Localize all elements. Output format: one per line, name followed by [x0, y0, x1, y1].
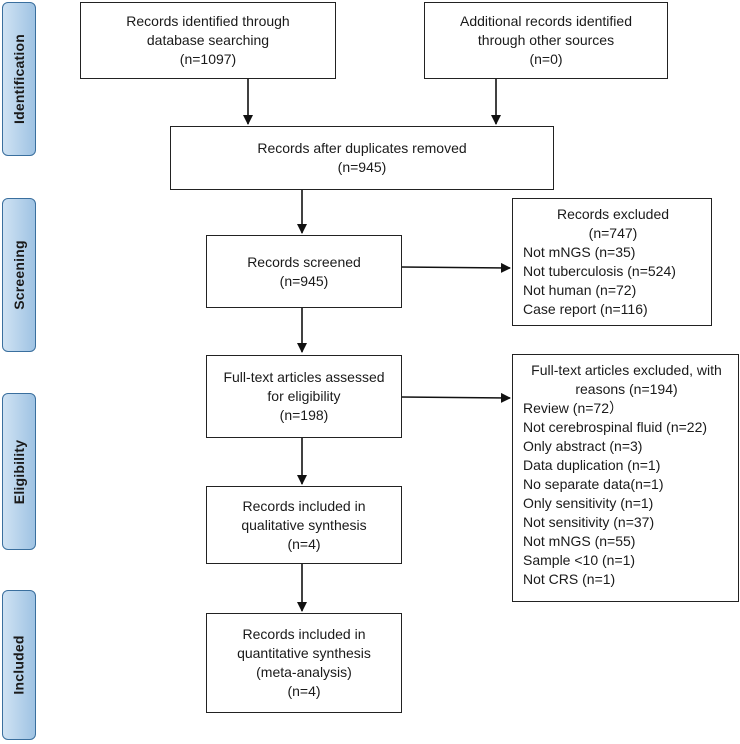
- exclusion-reason: Not mNGS (n=35): [523, 244, 636, 260]
- box-duplicates-removed: Records after duplicates removed (n=945): [170, 126, 554, 190]
- box-full-text-assessed: Full-text articles assessed for eligibil…: [206, 355, 402, 438]
- stage-eligibility: Eligibility: [2, 393, 36, 550]
- stage-included: Included: [2, 590, 36, 740]
- arrow-screened-to-excluded: [400, 262, 511, 273]
- exclusion-reason: Not CRS (n=1): [523, 571, 616, 587]
- arrow-fulltext-to-excluded: [400, 392, 511, 403]
- exclusion-reason: Not mNGS (n=55): [523, 533, 636, 549]
- stage-identification-label: Identification: [11, 34, 28, 124]
- exclusion-reason: Not cerebrospinal fluid (n=22): [523, 419, 708, 435]
- box-qualitative-synthesis: Records included in qualitative synthesi…: [206, 486, 402, 564]
- box-database-search: Records identified through database sear…: [80, 2, 336, 79]
- exclusion-reason: Only sensitivity (n=1): [523, 495, 654, 511]
- exclusion-reason: Sample <10 (n=1): [523, 552, 636, 568]
- stage-identification: Identification: [2, 2, 36, 156]
- box-other-sources: Additional records identified through ot…: [424, 2, 668, 79]
- box-records-screened: Records screened (n=945): [206, 235, 402, 308]
- exclusion-reason: Only abstract (n=3): [523, 438, 643, 454]
- stage-screening-label: Screening: [11, 240, 27, 310]
- stage-eligibility-label: Eligibility: [11, 439, 27, 504]
- exclusion-reason: Case report (n=116): [523, 301, 648, 317]
- stage-screening: Screening: [2, 198, 36, 352]
- stage-included-label: Included: [11, 635, 28, 695]
- exclusion-reason: Not sensitivity (n=37): [523, 514, 655, 530]
- box-records-excluded: Records excluded (n=747) Not mNGS (n=35)…: [512, 198, 712, 326]
- exclusion-reason: Review (n=72）: [523, 400, 623, 416]
- box-quantitative-synthesis: Records included in quantitative synthes…: [206, 613, 402, 713]
- exclusion-reason: Not tuberculosis (n=524): [523, 263, 676, 279]
- exclusion-reason: No separate data(n=1): [523, 476, 664, 492]
- exclusion-reason: Data duplication (n=1): [523, 457, 661, 473]
- box-full-text-excluded: Full-text articles excluded, with reason…: [512, 354, 739, 602]
- exclusion-reason: Not human (n=72): [523, 282, 637, 298]
